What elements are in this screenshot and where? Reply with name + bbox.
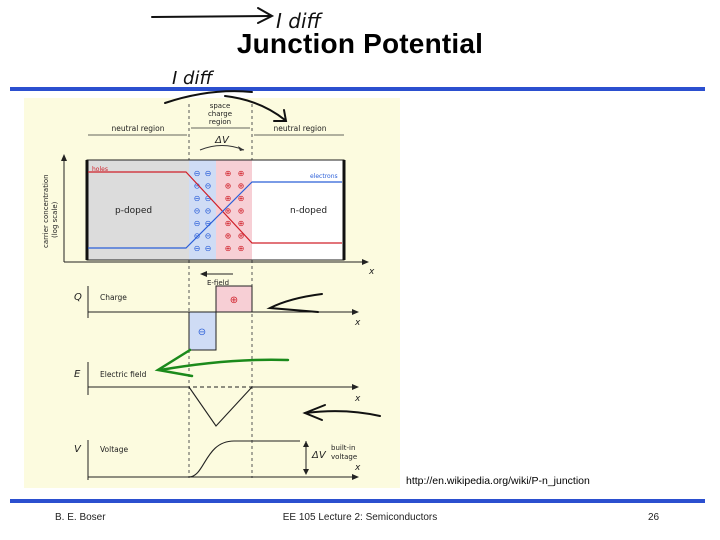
negative-ion: ⊖: [205, 219, 212, 228]
builtin-label-2: voltage: [331, 453, 357, 461]
negative-ion: ⊖: [194, 219, 201, 228]
y-axis-label-2: (log scale): [51, 201, 59, 238]
y-axis-label-1: carrier concentration: [42, 174, 50, 248]
positive-ion: ⊕: [238, 207, 245, 216]
delta-v-top: ΔV: [214, 135, 230, 146]
positive-ion: ⊕: [238, 244, 245, 253]
footer-author: B. E. Boser: [55, 512, 106, 523]
n-doped-label: n-doped: [290, 206, 327, 216]
negative-charge-block: [188, 311, 217, 351]
delta-v-arrowhead: [238, 146, 244, 151]
field-symbol: E: [74, 369, 81, 380]
bottom-rule: [10, 499, 705, 503]
electron-profile: [88, 181, 342, 249]
top-rule: [10, 87, 705, 91]
positive-ion: ⊕: [238, 194, 245, 203]
efield-label: E-field: [207, 279, 229, 287]
voltage-symbol: V: [74, 444, 82, 455]
delta-v-bottom: ΔV: [311, 450, 327, 461]
negative-ion: ⊖: [205, 232, 212, 241]
charge-plus: ⊕: [230, 295, 238, 306]
positive-ion: ⊕: [238, 182, 245, 191]
positive-ion: ⊕: [238, 219, 245, 228]
builtin-label-1: built-in: [331, 444, 355, 452]
p-doped-label: p-doped: [115, 206, 152, 216]
voltage-label: Voltage: [100, 445, 129, 454]
field-profile: [188, 386, 253, 427]
x-label-4: x: [354, 463, 361, 473]
negative-ion: ⊖: [205, 244, 212, 253]
negative-ion: ⊖: [205, 182, 212, 191]
negative-ion: ⊖: [194, 207, 201, 216]
positive-ion: ⊕: [225, 244, 232, 253]
x-label-1: x: [368, 267, 375, 277]
positive-ion: ⊕: [225, 219, 232, 228]
positive-ions: ⊕ ⊕ ⊕ ⊕ ⊕ ⊕ ⊕ ⊕ ⊕ ⊕ ⊕ ⊕ ⊕ ⊕: [225, 169, 245, 253]
field-label: Electric field: [100, 370, 147, 379]
charge-symbol: Q: [74, 292, 82, 303]
positive-ion: ⊕: [238, 169, 245, 178]
slide-title: Junction Potential: [236, 28, 484, 59]
space-charge-label-3: region: [209, 118, 231, 126]
negative-ion: ⊖: [205, 207, 212, 216]
positive-ion: ⊕: [225, 169, 232, 178]
negative-ion: ⊖: [205, 194, 212, 203]
positive-ion: ⊕: [225, 232, 232, 241]
positive-ion: ⊕: [225, 182, 232, 191]
footer-course: EE 105 Lecture 2: Semiconductors: [282, 512, 438, 523]
space-charge-label-1: space: [210, 102, 231, 110]
x-label-2: x: [354, 318, 361, 328]
space-charge-label-2: charge: [208, 110, 232, 118]
charge-label: Charge: [100, 293, 127, 302]
charge-minus: ⊖: [198, 327, 206, 338]
right-region-label: neutral region: [274, 124, 327, 133]
negative-ions: ⊖ ⊖ ⊖ ⊖ ⊖ ⊖ ⊖ ⊖ ⊖ ⊖ ⊖ ⊖ ⊖ ⊖: [194, 169, 212, 253]
p-region: [87, 160, 189, 260]
depletion-negative: [189, 160, 216, 260]
holes-label: holes: [92, 166, 108, 173]
page-number: 26: [648, 512, 660, 523]
positive-ion: ⊕: [225, 207, 232, 216]
source-url: http://en.wikipedia.org/wiki/P-n_junctio…: [406, 475, 590, 487]
hole-profile: [88, 171, 342, 244]
voltage-profile: [88, 440, 300, 478]
negative-ion: ⊖: [194, 182, 201, 191]
x-label-3: x: [354, 394, 361, 404]
negative-ion: ⊖: [194, 244, 201, 253]
positive-ion: ⊕: [238, 232, 245, 241]
negative-ion: ⊖: [194, 169, 201, 178]
negative-ion: ⊖: [205, 169, 212, 178]
electrons-label: electrons: [310, 173, 338, 180]
left-region-label: neutral region: [112, 124, 165, 133]
positive-charge-block: [215, 285, 253, 313]
negative-ion: ⊖: [194, 194, 201, 203]
negative-ion: ⊖: [194, 232, 201, 241]
positive-ion: ⊕: [225, 194, 232, 203]
